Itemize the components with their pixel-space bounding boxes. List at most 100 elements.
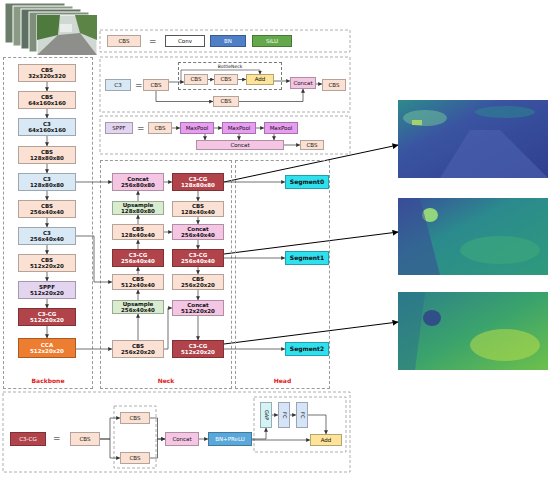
- block-name: C3-CG: [19, 436, 36, 442]
- flow-connector: [214, 128, 222, 129]
- flow-connector: [138, 191, 139, 201]
- block-name: CBS: [41, 67, 53, 73]
- block-name: CBS: [129, 455, 140, 461]
- tensor-size: 256x80x80: [121, 182, 155, 188]
- block-name: C3-CG: [129, 252, 148, 258]
- flow-connector: [256, 128, 264, 129]
- c3-block: C3256x40x40: [18, 227, 76, 245]
- cbs-block: CBS: [120, 452, 150, 464]
- block-name: CBS: [220, 76, 231, 82]
- flow-connector: [169, 82, 184, 83]
- tensor-size: 256x40x40: [121, 258, 155, 264]
- flow-connector: [47, 218, 48, 227]
- block-name: C3: [43, 230, 51, 236]
- block-name: Concat: [293, 80, 312, 86]
- add-block: Add: [310, 434, 342, 446]
- c3-cg-block: C3-CG: [10, 432, 46, 446]
- flow-connector: [316, 84, 322, 85]
- flow-connector: [138, 215, 139, 224]
- c3-cg-block: C3-CG512x20x20: [172, 340, 224, 358]
- block-name: CBS: [79, 436, 90, 442]
- flow-connector: [198, 316, 199, 340]
- tensor-size: 512x20x20: [30, 263, 64, 269]
- cbs-block: CBS: [148, 122, 172, 134]
- flow-connector: [47, 164, 48, 173]
- tensor-size: 512x20x20: [30, 348, 64, 354]
- block-name: CBS: [118, 38, 129, 44]
- tensor-size: 256x40x40: [181, 232, 215, 238]
- block-name: Concat: [230, 142, 249, 148]
- flow-connector: [76, 182, 112, 183]
- tensor-size: 32x320x320: [28, 73, 66, 79]
- block-name: CBS: [41, 149, 53, 155]
- tensor-size: 256x40x40: [30, 209, 64, 215]
- block-name: Upsample: [123, 202, 154, 208]
- flow-connector: [208, 79, 214, 80]
- flow-connector: [252, 428, 266, 439]
- flow-connector: [238, 79, 246, 80]
- cbs-block: CBS512x20x20: [18, 254, 76, 272]
- tensor-size: 512x20x20: [30, 317, 64, 323]
- flow-connector: [164, 182, 172, 183]
- maxpool-block: MaxPool: [222, 122, 256, 134]
- block-name: Concat: [187, 302, 208, 308]
- flow-connector: [272, 415, 278, 416]
- cbs-block: CBS512x40x40: [112, 274, 164, 290]
- block-name: CBS: [150, 82, 161, 88]
- segment-head: Segment0: [285, 175, 329, 189]
- block-name: C3-CG: [189, 176, 208, 182]
- flow-connector: [47, 326, 48, 338]
- flow-connector: [224, 349, 285, 350]
- block-name: MaxPool: [186, 125, 209, 131]
- block-name: FC: [281, 412, 287, 418]
- tensor-size: 128x40x40: [181, 209, 215, 215]
- tensor-size: 256x20x20: [121, 349, 155, 355]
- equals-sign: =: [53, 433, 61, 443]
- cbs-block: CBS256x40x40: [18, 200, 76, 218]
- flow-connector: [224, 182, 285, 183]
- c3-cg-block: C3-CG128x80x80: [172, 173, 224, 191]
- block-name: SPPF: [112, 125, 125, 131]
- flow-connector: [47, 299, 48, 308]
- flow-connector: [205, 134, 206, 140]
- conv-block: Conv: [165, 35, 205, 47]
- concat-block: Concat512x20x20: [172, 300, 224, 316]
- block-name: CBS: [132, 276, 144, 282]
- upsample-block: Upsample128x80x80: [112, 201, 164, 215]
- block-name: CBS: [192, 203, 204, 209]
- tensor-size: 128x80x80: [30, 155, 64, 161]
- block-name: C3: [43, 121, 51, 127]
- tensor-size: 256x20x20: [181, 282, 215, 288]
- upsample-block: Upsample256x40x40: [112, 300, 164, 314]
- block-name: CBS: [41, 94, 53, 100]
- cbs-block: CBS128x40x40: [172, 201, 224, 217]
- block-name: MaxPool: [270, 125, 293, 131]
- tensor-size: 512x20x20: [30, 290, 64, 296]
- equals-sign: =: [135, 80, 143, 90]
- tensor-size: 128x80x80: [30, 182, 64, 188]
- block-name: C3-CG: [38, 311, 57, 317]
- flow-connector: [76, 349, 112, 350]
- cbs-block: CBS: [143, 79, 169, 91]
- flow-connector: [76, 236, 112, 282]
- flow-connector: [100, 439, 120, 458]
- bn-prelu-block: BN+PReLU: [208, 432, 252, 446]
- equals-sign: =: [137, 123, 145, 133]
- tensor-size: 512x40x40: [121, 282, 155, 288]
- flow-connector: [47, 245, 48, 254]
- flow-connector: [150, 418, 165, 439]
- tensor-size: 64x160x160: [28, 100, 66, 106]
- block-name: Concat: [172, 436, 191, 442]
- cbs-block: CBS128x80x80: [18, 146, 76, 164]
- c3-cg-block: C3-CG256x40x40: [112, 249, 164, 267]
- flow-connector: [47, 109, 48, 118]
- concat-block: Concat256x80x80: [112, 173, 164, 191]
- segment-head: Segment1: [285, 251, 329, 265]
- cbs-block: CBS: [107, 35, 141, 47]
- block-name: MaxPool: [228, 125, 251, 131]
- c3-cg-block: C3-CG256x40x40: [172, 249, 224, 267]
